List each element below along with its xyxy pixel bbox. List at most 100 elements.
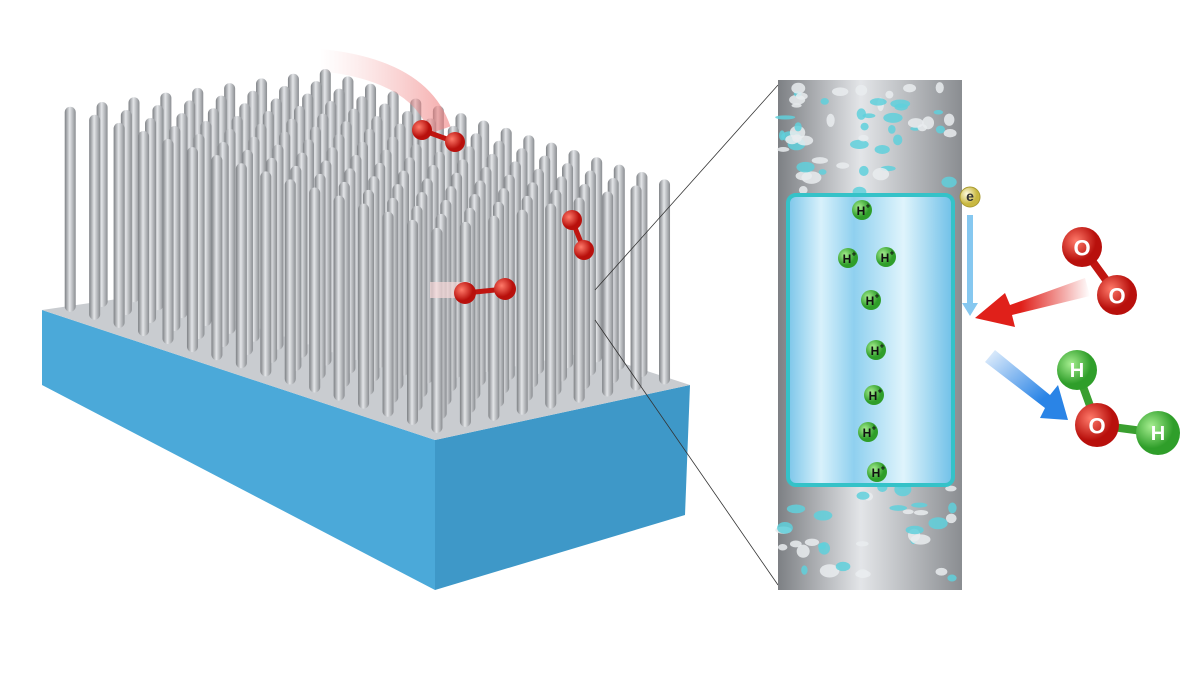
nanopillar (382, 211, 394, 417)
nanopillar (516, 209, 528, 415)
water-channel (786, 193, 955, 487)
nanopillar (431, 227, 443, 433)
pore (794, 122, 802, 132)
pore (777, 544, 788, 551)
svg-text:H: H (1070, 360, 1084, 382)
pore (835, 561, 851, 572)
svg-text:H: H (1151, 423, 1165, 445)
pore (913, 509, 929, 516)
pore (798, 186, 808, 195)
pore (819, 564, 840, 578)
pore (893, 134, 903, 146)
pore (902, 509, 914, 515)
zoomed-pillar (775, 80, 962, 590)
nanopillar (162, 139, 174, 345)
pore (850, 139, 869, 150)
water-molecule: H O H (1057, 350, 1180, 455)
electron-arrow-head (962, 303, 978, 316)
pore (795, 92, 808, 100)
pore (903, 83, 917, 93)
pore (945, 513, 957, 524)
svg-text:+: + (852, 250, 857, 259)
oxygen-in-arrow (975, 278, 1090, 327)
oxygen-molecule-small (412, 120, 465, 152)
svg-text:e: e (966, 188, 974, 204)
pore (813, 510, 833, 521)
pore (856, 108, 866, 120)
pore (856, 491, 870, 500)
nanopillar (64, 106, 76, 312)
zoom-line (594, 319, 779, 586)
pore (818, 169, 827, 175)
pore (869, 98, 887, 106)
electron: e (959, 186, 981, 208)
oxygen-molecule: O O (1062, 227, 1137, 315)
nanopillar (186, 147, 198, 353)
pore (811, 157, 829, 164)
pore (945, 485, 957, 492)
proton-list: H+H+H+H+H+H+H+H+ (838, 200, 896, 482)
svg-text:H: H (872, 466, 881, 480)
water-out-arrow (985, 350, 1068, 420)
pore (941, 176, 957, 188)
pore (935, 125, 946, 134)
nanopillar (284, 179, 296, 385)
pore (872, 167, 890, 181)
pore (935, 567, 948, 576)
pore (796, 161, 815, 173)
nanopillar (138, 130, 150, 336)
nanopillar (211, 155, 223, 361)
pore (796, 544, 810, 558)
pore (801, 171, 822, 184)
pore (947, 574, 957, 582)
pore (796, 135, 814, 146)
proton: H+ (852, 200, 872, 220)
pore (894, 103, 908, 111)
pore (804, 538, 820, 547)
proton: H+ (876, 247, 896, 267)
proton: H+ (866, 340, 886, 360)
proton: H+ (858, 422, 878, 442)
svg-text:+: + (881, 464, 886, 473)
pore (855, 570, 871, 578)
pore (789, 540, 802, 548)
svg-text:H: H (871, 344, 880, 358)
pore (860, 122, 869, 131)
pore (933, 110, 944, 115)
svg-text:O: O (1073, 236, 1090, 261)
pore (943, 129, 957, 138)
pore (888, 124, 896, 134)
pore (786, 504, 806, 514)
svg-text:H: H (863, 426, 872, 440)
nanopillar (459, 221, 471, 427)
nanopillar-array (64, 69, 671, 433)
svg-text:+: + (878, 387, 883, 396)
pore (778, 130, 786, 141)
svg-text:O: O (1108, 284, 1125, 309)
svg-text:+: + (890, 249, 895, 258)
pore (889, 505, 908, 511)
oxygen-trail (318, 49, 451, 134)
pore (836, 162, 850, 169)
svg-text:O: O (1088, 414, 1105, 439)
nanopillar (545, 203, 557, 409)
nanopillar (89, 114, 101, 320)
proton: H+ (867, 462, 887, 482)
nanopillar (235, 163, 247, 369)
pore (856, 541, 869, 547)
oxygen-molecule-small (430, 278, 516, 304)
pore (862, 113, 876, 119)
pore (777, 522, 793, 534)
svg-text:H: H (857, 204, 866, 218)
nanopillar (406, 219, 418, 425)
pore (859, 165, 869, 177)
pore (777, 146, 790, 152)
pore (826, 113, 835, 127)
pore (935, 82, 944, 94)
nanopillar (358, 203, 370, 409)
pore (801, 565, 808, 575)
pore (855, 84, 868, 96)
pore (948, 502, 957, 514)
nanopillar (309, 187, 321, 393)
